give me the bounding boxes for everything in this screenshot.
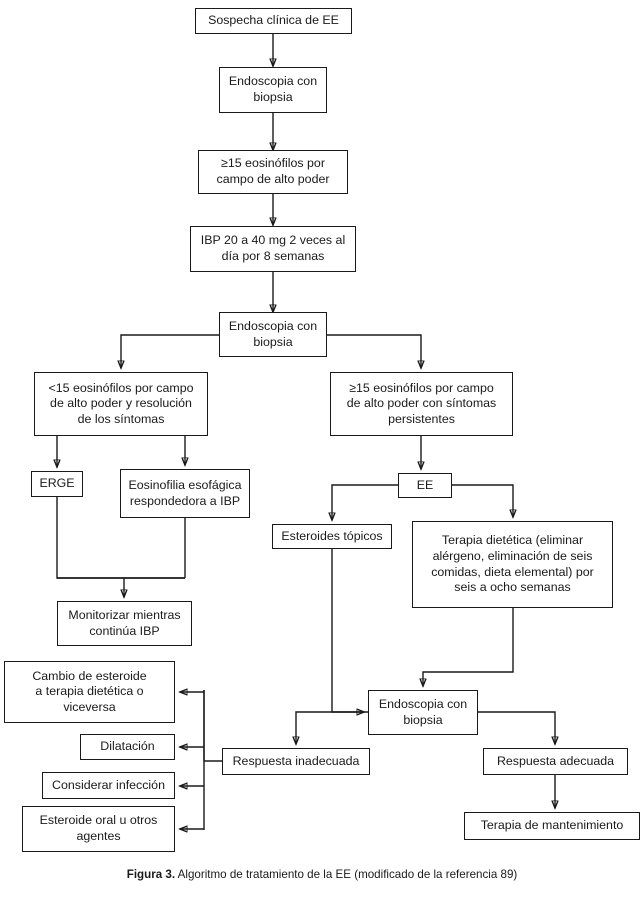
node-dilatacion[interactable]: Dilatación: [80, 734, 175, 760]
node-terapia-dietetica[interactable]: Terapia dietética (eliminar alérgeno, el…: [412, 521, 613, 608]
edge-ee-to-terapia: [452, 484, 513, 517]
node-ibp-dosis[interactable]: IBP 20 a 40 mg 2 veces al día por 8 sema…: [190, 226, 356, 272]
edge-endoscopia2-to-mas15: [327, 334, 421, 368]
edge-endoscopia3-to-inadecuada: [296, 711, 368, 744]
node-menos-15-resolucion[interactable]: <15 eosinófilos por campo de alto poder …: [34, 372, 208, 436]
node-respuesta-inadecuada[interactable]: Respuesta inadecuada: [222, 748, 370, 775]
node-endoscopia-biopsia-2[interactable]: Endoscopia con biopsia: [219, 312, 327, 357]
node-respuesta-adecuada[interactable]: Respuesta adecuada: [483, 748, 628, 775]
edge-terapia-to-endoscopia3: [423, 608, 514, 686]
edge-endoscopia3-to-adecuada: [478, 711, 555, 744]
figure-caption: Figura 3. Algoritmo de tratamiento de la…: [0, 868, 644, 881]
edge-ee-to-esteroides: [332, 484, 398, 520]
node-monitorizar[interactable]: Monitorizar mientras continúa IBP: [57, 601, 192, 646]
node-erge[interactable]: ERGE: [31, 471, 83, 497]
edge-inadecuada-bus: [203, 690, 222, 762]
node-ee[interactable]: EE: [398, 473, 452, 498]
figure-caption-label: Figura 3.: [126, 868, 176, 881]
node-eosinofilia-respondedora[interactable]: Eosinofilia esofágica respondedora a IBP: [120, 469, 250, 518]
node-considerar-infeccion[interactable]: Considerar infección: [42, 772, 175, 799]
node-terapia-mantenimiento[interactable]: Terapia de mantenimiento: [464, 812, 640, 840]
node-esteroides-topicos[interactable]: Esteroides tópicos: [272, 524, 392, 549]
node-eosinofilos-15[interactable]: ≥15 eosinófilos por campo de alto poder: [198, 150, 348, 194]
node-sospecha-clinica[interactable]: Sospecha clínica de EE: [195, 8, 352, 34]
node-esteroide-oral[interactable]: Esteroide oral u otros agentes: [22, 806, 175, 852]
edge-esteroides-to-endoscopia3: [331, 548, 364, 712]
node-endoscopia-biopsia-3[interactable]: Endoscopia con biopsia: [368, 690, 478, 735]
node-endoscopia-biopsia-1[interactable]: Endoscopia con biopsia: [219, 67, 327, 113]
node-cambio-esteroide[interactable]: Cambio de esteroide a terapia dietética …: [4, 661, 175, 723]
node-mas-15-persistentes[interactable]: ≥15 eosinófilos por campo de alto poder …: [330, 372, 513, 436]
edge-endoscopia2-to-menos15: [121, 334, 219, 368]
figure-caption-text: Algoritmo de tratamiento de la EE (modif…: [175, 868, 518, 881]
